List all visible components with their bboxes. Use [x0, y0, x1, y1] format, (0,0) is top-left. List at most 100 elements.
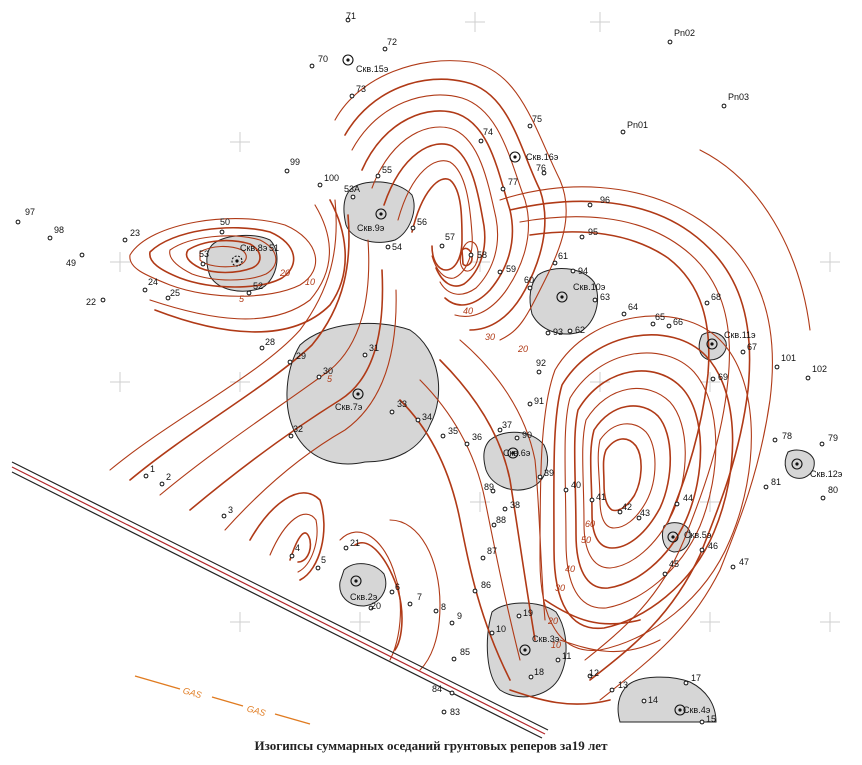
- benchmark-81: 81: [763, 477, 781, 490]
- benchmark-22: 22: [86, 297, 106, 307]
- benchmark-point: [382, 46, 388, 52]
- benchmark-2: 2: [159, 472, 171, 487]
- benchmark-point: [537, 474, 543, 480]
- benchmark-label: 80: [828, 485, 838, 495]
- benchmark-point: [449, 620, 455, 626]
- well-center-w11: [710, 342, 714, 346]
- benchmark-89: 89: [484, 482, 496, 494]
- benchmark-point: [527, 401, 533, 407]
- benchmark-36: 36: [464, 432, 482, 447]
- benchmark-label: 46: [708, 541, 718, 551]
- benchmark-19: 19: [516, 608, 533, 619]
- well-w11: Скв.11э: [706, 330, 756, 350]
- benchmark-31: 31: [362, 343, 379, 358]
- benchmark-point: [587, 673, 593, 679]
- benchmark-15: 15: [699, 714, 716, 725]
- benchmark-71: 71: [345, 11, 356, 23]
- benchmark-66: 66: [666, 317, 683, 329]
- benchmark-label: 74: [483, 127, 493, 137]
- benchmark-point: [440, 433, 446, 439]
- well-center-w9: [379, 212, 383, 216]
- benchmark-label: 60: [524, 275, 534, 285]
- benchmark-label: 61: [558, 251, 568, 261]
- benchmark-point: [349, 93, 355, 99]
- benchmark-80: 80: [820, 485, 838, 501]
- benchmark-point: [536, 369, 542, 375]
- benchmark-label: 13: [618, 680, 628, 690]
- benchmark-Pn02: Pn02: [667, 28, 695, 45]
- well-marker-w5: [667, 531, 679, 543]
- benchmark-point: [79, 252, 85, 258]
- benchmark-label: 4: [295, 543, 300, 553]
- benchmark-23: 23: [122, 228, 140, 243]
- gas-label-1: GAS: [182, 685, 203, 700]
- benchmark-point: [820, 495, 826, 501]
- benchmark-point: [527, 285, 533, 291]
- benchmark-42: 42: [617, 502, 632, 515]
- iso-label-30-north: 30: [485, 332, 495, 342]
- benchmark-point: [579, 234, 585, 240]
- benchmark-58: 58: [468, 250, 487, 260]
- benchmark-37: 37: [497, 420, 512, 433]
- well-label-w51: 51: [269, 243, 279, 253]
- benchmark-59: 59: [497, 264, 516, 275]
- benchmark-101: 101: [774, 353, 796, 370]
- well-marker-w4: [674, 704, 686, 716]
- benchmark-61: 61: [552, 251, 568, 266]
- benchmark-point: [730, 564, 736, 570]
- benchmark-point: [545, 330, 551, 336]
- benchmark-75: 75: [527, 114, 542, 129]
- benchmark-78: 78: [772, 431, 792, 443]
- benchmark-3: 3: [221, 505, 233, 519]
- benchmark-62: 62: [567, 325, 585, 335]
- benchmark-label: 57: [445, 232, 455, 242]
- benchmark-label: 18: [534, 667, 544, 677]
- benchmark-label: 101: [781, 353, 796, 363]
- well-label-w6: Скв.6э: [503, 448, 531, 458]
- benchmark-label: 25: [170, 288, 180, 298]
- well-center-w3: [523, 648, 527, 652]
- benchmark-point: [407, 601, 413, 607]
- benchmark-label: 96: [600, 195, 610, 205]
- benchmark-point: [490, 488, 496, 494]
- benchmark-91: 91: [527, 396, 544, 407]
- benchmark-point: [641, 698, 647, 704]
- well-center-w4: [678, 708, 682, 712]
- benchmark-point: [740, 349, 746, 355]
- benchmark-label: 8: [441, 602, 446, 612]
- benchmark-label: 97: [25, 207, 35, 217]
- benchmark-label: 54: [392, 242, 402, 252]
- benchmark-86: 86: [472, 580, 491, 594]
- benchmark-point: [284, 168, 290, 174]
- benchmark-label: 21: [350, 538, 360, 548]
- benchmark-11: 11: [555, 651, 571, 663]
- benchmark-24: 24: [142, 277, 158, 293]
- benchmark-label: 6: [395, 582, 400, 592]
- iso-label-60-east: 60: [585, 519, 595, 529]
- benchmark-label: 50: [220, 217, 230, 227]
- benchmark-point: [350, 194, 356, 200]
- benchmark-13: 13: [609, 680, 628, 693]
- benchmark-label: 22: [86, 297, 96, 307]
- benchmark-98: 98: [47, 225, 64, 241]
- well-marker-w6: [507, 447, 519, 459]
- iso-label-30-south: 30: [555, 583, 565, 593]
- benchmark-label: 88: [496, 515, 506, 525]
- benchmark-label: 95: [588, 227, 598, 237]
- benchmark-point: [385, 244, 391, 250]
- benchmark-point: [287, 359, 293, 365]
- benchmark-label: 38: [510, 500, 520, 510]
- benchmark-point: [15, 219, 21, 225]
- well-center-w12: [795, 462, 799, 466]
- benchmark-33: 33: [389, 399, 407, 415]
- benchmark-85: 85: [451, 647, 470, 662]
- benchmark-label: 19: [523, 608, 533, 618]
- well-center-w5: [671, 535, 675, 539]
- benchmark-label: 49: [66, 258, 76, 268]
- well-marker-w9: [375, 208, 387, 220]
- benchmark-60: 60: [524, 275, 534, 291]
- benchmark-12: 12: [587, 668, 599, 679]
- well-marker-w3: [519, 644, 531, 656]
- benchmark-label: 3: [228, 505, 233, 515]
